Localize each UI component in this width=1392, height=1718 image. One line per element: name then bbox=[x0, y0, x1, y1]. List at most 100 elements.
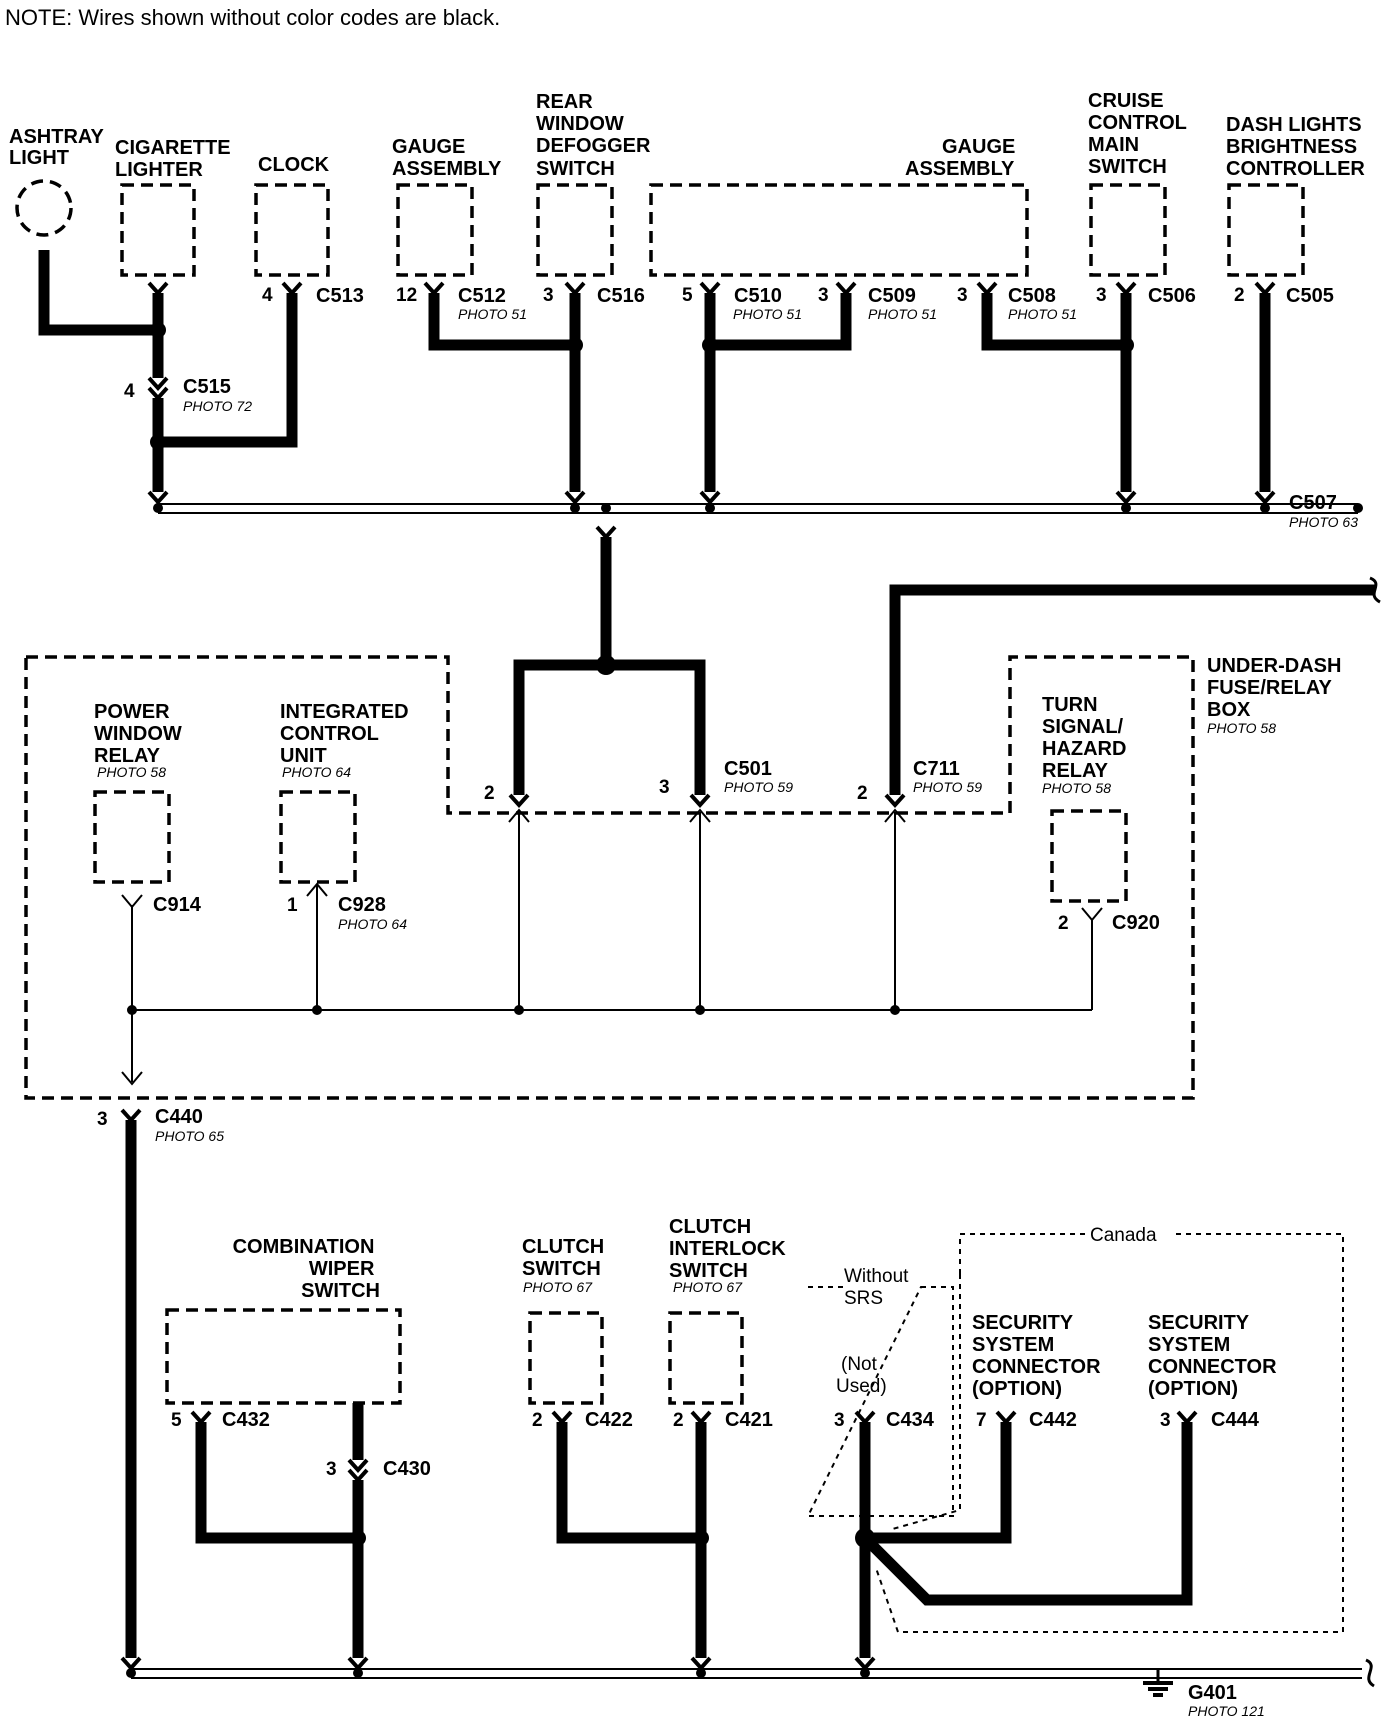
photo-c711: PHOTO 59 bbox=[913, 779, 982, 795]
pin-c501-b: 3 bbox=[659, 777, 670, 798]
photo-c928: PHOTO 64 bbox=[338, 916, 407, 932]
ashtray-light-label: ASHTRAY LIGHT bbox=[9, 126, 109, 169]
without-srs-outline bbox=[806, 1286, 954, 1517]
pin-c440: 3 bbox=[97, 1109, 108, 1130]
not-used-label: (Not Used) bbox=[836, 1354, 887, 1397]
photo-c509: PHOTO 51 bbox=[868, 306, 937, 322]
note-text: NOTE: Wires shown without color codes ar… bbox=[5, 5, 500, 30]
fuse-box-internal-wires bbox=[121, 808, 1103, 1086]
photo-turn-signal-hazard-relay: PHOTO 58 bbox=[1042, 780, 1111, 796]
clutch-interlock-switch-box bbox=[668, 1311, 744, 1405]
pin-c430: 3 bbox=[326, 1459, 337, 1480]
gauge-assembly-right-box bbox=[649, 183, 1029, 277]
canada-variant-outline bbox=[875, 1233, 1344, 1633]
rear-window-defogger-switch-label: REAR WINDOW DEFOGGER SWITCH bbox=[536, 91, 656, 180]
clutch-switch-label: CLUTCH SWITCH bbox=[522, 1236, 610, 1280]
connector-c512: C512 bbox=[458, 285, 506, 307]
turn-signal-hazard-relay-box bbox=[1050, 809, 1128, 903]
pin-c509: 3 bbox=[818, 285, 829, 306]
connector-c510: C510 bbox=[734, 285, 782, 307]
clock-label: CLOCK bbox=[258, 154, 330, 176]
connector-c430: C430 bbox=[383, 1458, 431, 1480]
connector-c444: C444 bbox=[1211, 1409, 1260, 1431]
photo-power-window-relay: PHOTO 58 bbox=[97, 764, 166, 780]
pin-c711: 2 bbox=[857, 783, 868, 804]
connector-c506: C506 bbox=[1148, 285, 1196, 307]
photo-c440: PHOTO 65 bbox=[155, 1128, 224, 1144]
combination-wiper-switch-label: COMBINATION WIPER SWITCH bbox=[233, 1236, 380, 1302]
pin-c434: 3 bbox=[834, 1410, 845, 1431]
bottom-splices bbox=[350, 1528, 875, 1548]
connector-c508: C508 bbox=[1008, 285, 1056, 307]
pin-c512: 12 bbox=[396, 285, 417, 306]
connector-c914: C914 bbox=[153, 894, 202, 916]
combination-wiper-switch-box bbox=[165, 1308, 402, 1405]
integrated-control-unit-label: INTEGRATED CONTROL UNIT bbox=[280, 701, 414, 767]
photo-c508: PHOTO 51 bbox=[1008, 306, 1077, 322]
pin-c505: 2 bbox=[1234, 285, 1245, 306]
c501-c711-forks bbox=[508, 793, 906, 808]
rear-window-defogger-switch-box bbox=[536, 183, 614, 277]
pin-c421: 2 bbox=[673, 1410, 684, 1431]
security-system-connector-1-label: SECURITY SYSTEM CONNECTOR (OPTION) bbox=[972, 1312, 1106, 1400]
clock-box bbox=[254, 183, 330, 277]
connector-c432: C432 bbox=[222, 1409, 270, 1431]
dash-lights-brightness-controller-label: DASH LIGHTS BRIGHTNESS CONTROLLER bbox=[1226, 114, 1367, 180]
dash-lights-brightness-controller-box bbox=[1227, 183, 1305, 277]
connector-g401: G401 bbox=[1188, 1682, 1237, 1704]
connector-c440: C440 bbox=[155, 1106, 203, 1128]
photo-clutch-switch: PHOTO 67 bbox=[523, 1279, 593, 1295]
cruise-control-main-switch-label: CRUISE CONTROL MAIN SWITCH bbox=[1088, 90, 1192, 178]
pin-c510: 5 bbox=[682, 285, 693, 306]
top-splices bbox=[150, 322, 1134, 450]
canada-variant-left bbox=[888, 1274, 961, 1531]
pin-c444: 3 bbox=[1160, 1410, 1171, 1431]
gauge-assembly-right-label: GAUGE ASSEMBLY bbox=[905, 136, 1021, 180]
photo-c510: PHOTO 51 bbox=[733, 306, 802, 322]
pin-c513: 4 bbox=[262, 285, 273, 306]
pin-c506: 3 bbox=[1096, 285, 1107, 306]
photo-clutch-interlock-switch: PHOTO 67 bbox=[673, 1279, 743, 1295]
cruise-control-main-switch-box bbox=[1089, 183, 1167, 277]
cigarette-lighter-label: CIGARETTE LIGHTER bbox=[115, 137, 236, 181]
photo-integrated-control-unit: PHOTO 64 bbox=[282, 764, 351, 780]
fuse-box-label: UNDER-DASH FUSE/RELAY BOX bbox=[1207, 655, 1347, 721]
gauge-assembly-left-box bbox=[396, 183, 474, 277]
without-srs-label: Without SRS bbox=[844, 1266, 914, 1309]
photo-c512: PHOTO 51 bbox=[458, 306, 527, 322]
connector-c516: C516 bbox=[597, 285, 645, 307]
connector-c434: C434 bbox=[886, 1409, 935, 1431]
pin-c422: 2 bbox=[532, 1410, 543, 1431]
connector-c442: C442 bbox=[1029, 1409, 1077, 1431]
clutch-switch-box bbox=[528, 1311, 604, 1405]
connector-c920: C920 bbox=[1112, 912, 1160, 934]
connector-c505: C505 bbox=[1286, 285, 1334, 307]
connector-c711: C711 bbox=[913, 758, 960, 780]
connector-c515: C515 bbox=[183, 376, 231, 398]
pin-c928: 1 bbox=[287, 895, 298, 916]
c440-fork bbox=[120, 1108, 142, 1123]
connector-c509: C509 bbox=[868, 285, 916, 307]
canada-label: Canada bbox=[1090, 1225, 1157, 1246]
power-window-relay-box bbox=[93, 790, 171, 884]
top-wires bbox=[38, 250, 1271, 492]
cigarette-lighter-box bbox=[120, 183, 196, 277]
photo-c501: PHOTO 59 bbox=[724, 779, 793, 795]
pin-c920: 2 bbox=[1058, 913, 1069, 934]
pin-c432: 5 bbox=[171, 1410, 182, 1431]
photo-c507: PHOTO 63 bbox=[1289, 514, 1358, 530]
photo-c515: PHOTO 72 bbox=[183, 398, 252, 414]
connector-c513: C513 bbox=[316, 285, 364, 307]
break-symbol-right bbox=[1369, 576, 1381, 604]
fuse-box-outline bbox=[24, 655, 1195, 1100]
integrated-control-unit-box bbox=[279, 790, 357, 884]
connector-c928: C928 bbox=[338, 894, 386, 916]
pin-c508: 3 bbox=[957, 285, 968, 306]
pin-c516: 3 bbox=[543, 285, 554, 306]
turn-signal-hazard-relay-label: TURN SIGNAL/ HAZARD RELAY bbox=[1042, 694, 1132, 782]
photo-fuse-box: PHOTO 58 bbox=[1207, 720, 1276, 736]
connector-c421: C421 bbox=[725, 1409, 773, 1431]
connector-c501: C501 bbox=[724, 758, 772, 780]
ground-bus bbox=[126, 1658, 1375, 1688]
